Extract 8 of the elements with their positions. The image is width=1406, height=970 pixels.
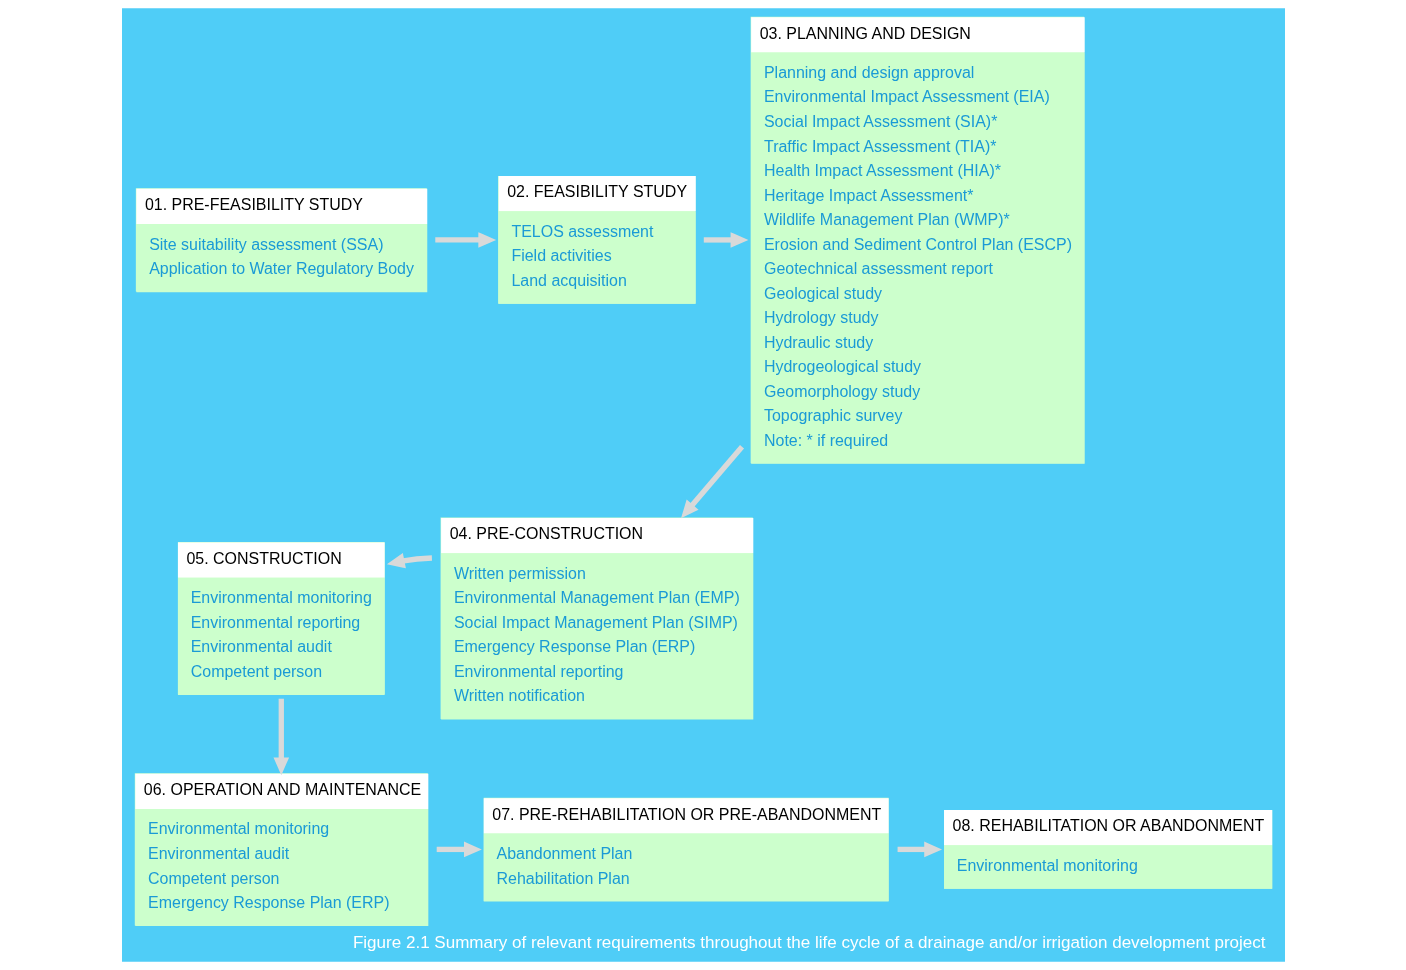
arrow <box>273 698 289 776</box>
arrow <box>703 232 748 248</box>
arrow <box>680 444 744 519</box>
arrow <box>897 841 942 858</box>
arrow <box>386 553 432 569</box>
caption: Figure 2.1 Summary of relevant requirements throughout the life cycle of a drainage and/or irrigation development project <box>352 932 1266 952</box>
arrow <box>434 232 496 248</box>
arrow <box>436 841 482 858</box>
